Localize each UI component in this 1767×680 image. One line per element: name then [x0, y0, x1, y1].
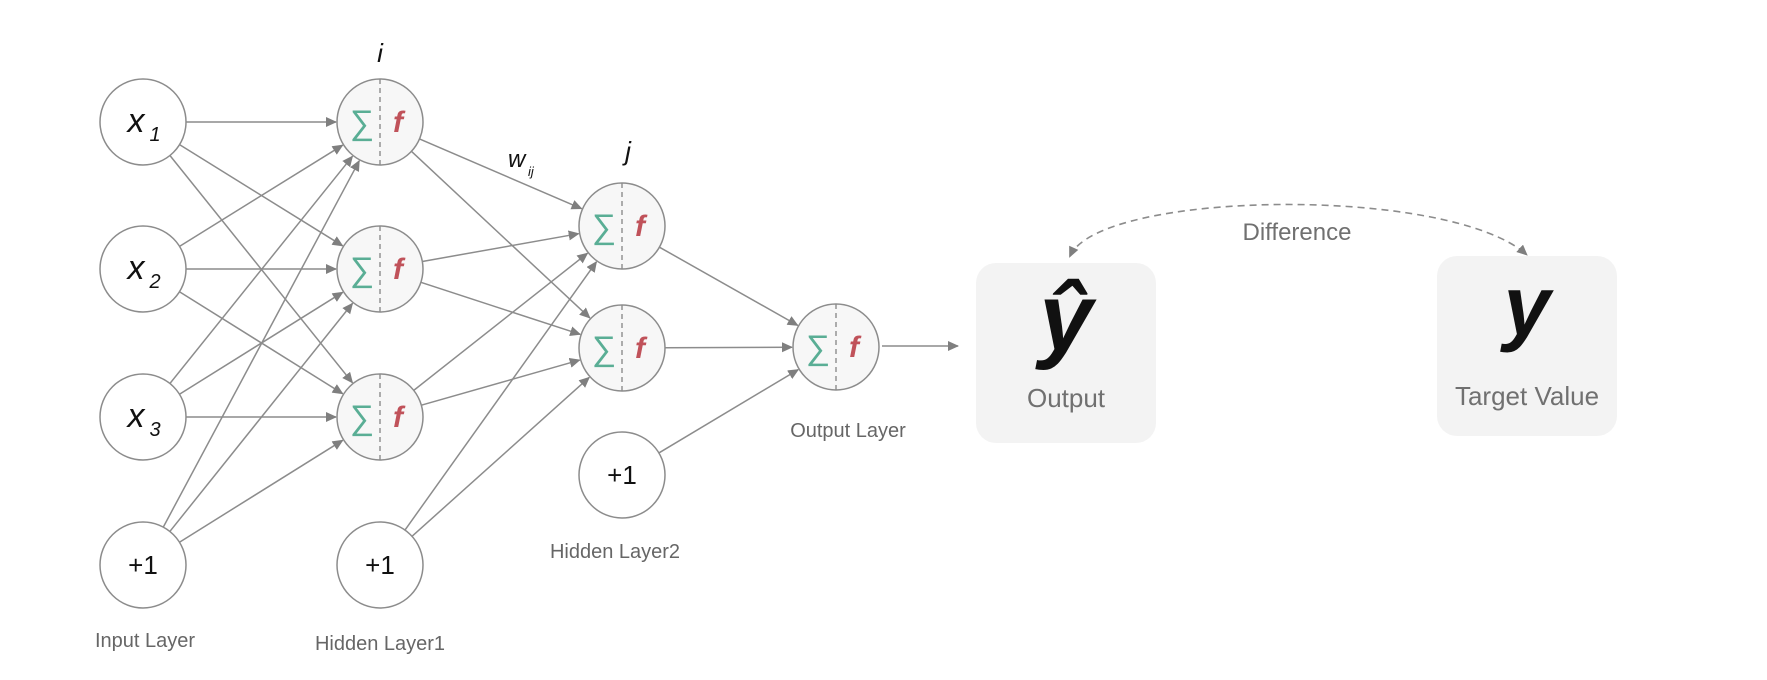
target-box: y Target Value [1437, 256, 1617, 436]
edge-input4-h1-1 [162, 159, 360, 528]
input-symbol: x [126, 102, 146, 140]
svg-text:ij: ij [528, 164, 535, 179]
hidden2-neuron-1: ∑f [578, 182, 666, 270]
difference-arrow [1069, 203, 1528, 258]
target-symbol: y [1500, 259, 1555, 353]
edge-input3-h1-1 [169, 155, 354, 384]
edge-h1-2-h2-2 [420, 281, 582, 336]
activation-symbol: f [849, 331, 862, 364]
sum-symbol: ∑ [592, 330, 616, 368]
input-symbol: x [126, 249, 146, 287]
input-symbol: x [126, 397, 146, 435]
svg-text:w: w [508, 146, 527, 173]
bias-label: +1 [128, 550, 158, 580]
input-bias-node: +1 [99, 521, 187, 609]
edge-h2-1-out-1 [659, 246, 799, 326]
activation-symbol: f [393, 253, 406, 286]
sum-symbol: ∑ [350, 399, 374, 437]
output-layer-label: Output Layer [790, 420, 906, 442]
edge-h1-1-h2-1 [419, 138, 583, 210]
hidden1-bias-node: +1 [336, 521, 424, 609]
edge-h1-1-h2-2 [410, 150, 591, 319]
bias-label: +1 [365, 550, 395, 580]
sum-symbol: ∑ [350, 251, 374, 289]
edge-h1-3-h2-2 [421, 357, 581, 406]
bias-label: +1 [607, 460, 637, 490]
edge-input4-h1-3 [179, 439, 344, 543]
target-label: Target Value [1455, 381, 1599, 411]
hidden1-neuron-3: ∑f [336, 373, 424, 461]
hidden-layer2-label: Hidden Layer2 [550, 541, 680, 563]
sum-symbol: ∑ [592, 208, 616, 246]
input-layer-label: Input Layer [95, 630, 195, 652]
activation-symbol: f [635, 332, 648, 365]
edge-h1-2-h2-1 [422, 230, 580, 263]
hidden2-neuron-2: ∑f [578, 304, 666, 392]
network-edges [162, 117, 800, 543]
edge-h2-3-out-1 [658, 368, 800, 454]
output-box: ŷ Output [976, 263, 1156, 443]
edge-input2-h1-1 [179, 144, 344, 247]
input-subscript: 3 [149, 419, 160, 441]
hidden1-index-label: i [377, 38, 384, 68]
hidden2-bias-node: +1 [578, 431, 666, 519]
hidden1-neuron-1: ∑f [336, 78, 424, 166]
output-neuron-1: ∑f [792, 303, 880, 391]
sum-symbol: ∑ [806, 329, 830, 367]
difference-label: Difference [1243, 219, 1352, 246]
weight-label: w ij [508, 146, 535, 179]
activation-symbol: f [393, 106, 406, 139]
output-label: Output [1027, 383, 1106, 413]
edge-h1-3-h2-1 [413, 252, 589, 391]
edge-h1-4-h2-2 [411, 376, 590, 537]
sum-symbol: ∑ [350, 104, 374, 142]
hidden1-neuron-2: ∑f [336, 225, 424, 313]
hidden2-index-label: j [622, 136, 632, 166]
hidden-layer1-label: Hidden Layer1 [315, 633, 445, 655]
output-symbol: ŷ [1035, 264, 1097, 371]
edge-h2-2-out-1 [664, 342, 794, 353]
edge-h1-4-h2-1 [404, 260, 598, 531]
input-subscript: 1 [149, 124, 160, 146]
activation-symbol: f [393, 401, 406, 434]
activation-symbol: f [635, 210, 648, 243]
input-subscript: 2 [148, 271, 160, 293]
edge-input4-h1-2 [169, 302, 354, 532]
